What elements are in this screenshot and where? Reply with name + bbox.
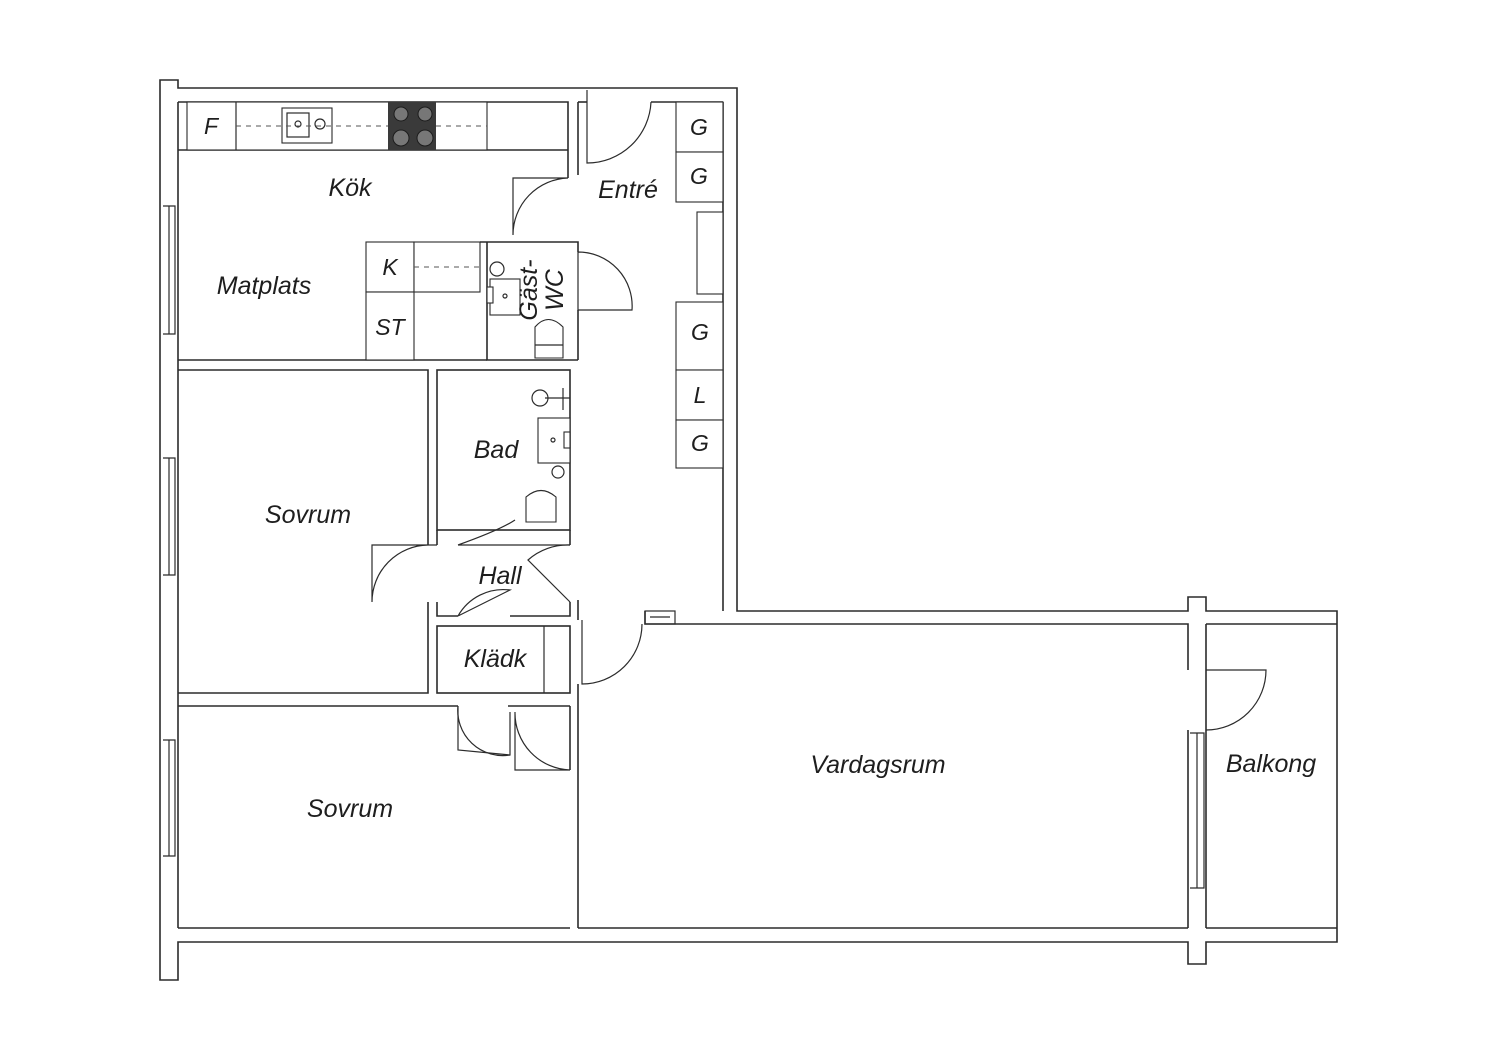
toilet-icon: [534, 318, 564, 359]
wardrobe-code-g2: G: [690, 163, 708, 189]
bathroom: [436, 369, 571, 531]
fridge-code: F: [204, 113, 220, 139]
room-label-bedroom-2: Sovrum: [307, 795, 393, 823]
entrance-wardrobes: [675, 101, 724, 469]
outer-walls: [159, 79, 1338, 981]
guest-wc: [480, 241, 579, 361]
room-label-bedroom-1: Sovrum: [265, 501, 351, 529]
room-label-wardrobe: Klädk: [464, 645, 528, 673]
room-label-balcony: Balkong: [1226, 750, 1316, 778]
hall-and-wardrobe: [436, 530, 579, 928]
toilet-icon: [525, 489, 557, 523]
room-label-kitchen: Kök: [328, 174, 373, 202]
wardrobe-code-g1: G: [690, 114, 708, 140]
room-label-guest-wc-line2: WC: [541, 268, 569, 311]
room-label-bath: Bad: [474, 436, 520, 464]
washbasin-icon: [489, 278, 521, 316]
wardrobe-code-g4: G: [691, 430, 709, 456]
left-windows: [163, 205, 176, 857]
wardrobe-code-g3: G: [691, 319, 709, 345]
kitchen-area: [178, 101, 569, 361]
cabinet-code-k: K: [382, 254, 399, 280]
room-label-guest-wc-line1: Gäst-: [515, 259, 543, 320]
living-and-balcony: [644, 610, 1337, 929]
room-label-living-room: Vardagsrum: [810, 751, 945, 779]
doors: [371, 90, 1267, 771]
cabinet-code-st: ST: [375, 314, 406, 340]
bedroom-1-walls: [178, 369, 458, 707]
room-label-hall: Hall: [478, 562, 523, 590]
linen-code-l: L: [694, 382, 707, 408]
room-label-dining: Matplats: [217, 272, 311, 300]
room-label-entrance: Entré: [598, 176, 658, 204]
